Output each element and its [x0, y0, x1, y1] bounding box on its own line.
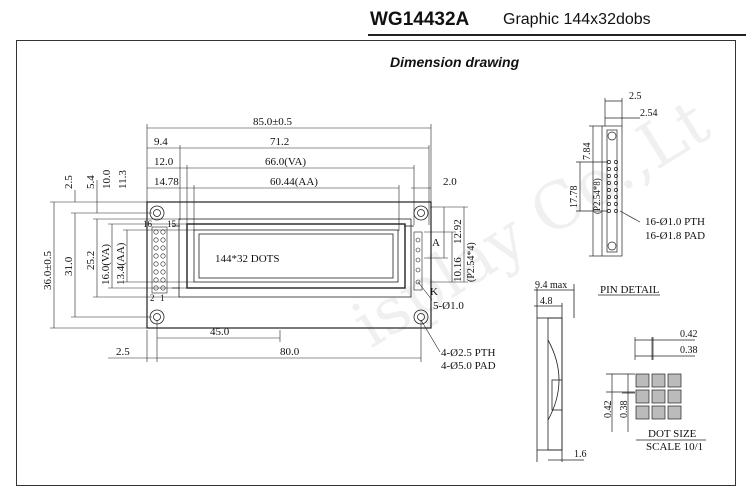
dot-size-scale: SCALE 10/1: [646, 441, 703, 453]
top-dimensions: [146, 124, 432, 231]
pin-h-784: 7.84: [582, 143, 593, 161]
pin-top-254: 2.54: [640, 108, 658, 119]
dim-left-25: 2.5: [116, 346, 130, 358]
dim-left-1478: 14.78: [154, 176, 179, 188]
dim-aa-width: 60.44(AA): [270, 176, 318, 188]
dim-top-25: 2.5: [63, 175, 75, 189]
connector-pads: [151, 226, 423, 294]
five-hole-label: 5-Ø1.0: [433, 300, 464, 312]
module-outline: [146, 201, 432, 329]
dim-71: 71.2: [270, 136, 289, 148]
dim-hole-45: 45.0: [210, 326, 230, 338]
dots-label: 144*32 DOTS: [215, 253, 279, 265]
dot-w042: 0.42: [680, 329, 698, 340]
side-view: [534, 284, 584, 462]
dim-va-width: 66.0(VA): [265, 156, 306, 168]
header-rule: [368, 34, 746, 36]
side-max: 9.4 max: [535, 280, 567, 291]
pin-16-label: 16: [143, 219, 153, 229]
dim-left-120: 12.0: [154, 156, 174, 168]
pin-view: [576, 98, 641, 257]
dot-size-title: DOT SIZE: [648, 428, 697, 440]
bottom-dimensions: [108, 319, 441, 362]
dim-hole-80: 80.0: [280, 346, 300, 358]
dim-right-pitch: (P2.54*4): [466, 242, 477, 282]
model-subtitle: Graphic 144x32dobs: [503, 11, 651, 28]
dim-overall-height: 36.0±0.5: [42, 250, 54, 290]
dim-top-54: 5.4: [85, 175, 97, 189]
left-dimensions: [50, 180, 194, 329]
dim-aa-height: 13.4(AA): [115, 242, 127, 285]
dim-va-height: 16.0(VA): [100, 244, 112, 285]
pin-pitch: (P2.54*8): [592, 178, 602, 214]
right-dimensions: [417, 206, 468, 301]
dim-right-1016: 10.16: [452, 257, 464, 282]
side-bottom: 1.6: [574, 449, 587, 460]
dot-h042: 0.42: [603, 401, 614, 419]
dot-detail: [598, 294, 706, 441]
model-title: WG14432A: [370, 9, 470, 30]
pin-2-label: 2: [150, 293, 155, 303]
label-a: A: [432, 237, 440, 249]
pin-h-1778: 17.78: [569, 186, 580, 209]
dim-right-20: 2.0: [443, 176, 457, 188]
pin-top-25: 2.5: [629, 91, 642, 102]
dim-right-1292: 12.92: [452, 219, 464, 244]
header: WG14432A Graphic 144x32dobs: [0, 0, 746, 40]
dim-top-113: 11.3: [117, 170, 129, 189]
label-k: K: [430, 286, 438, 298]
dim-252: 25.2: [85, 251, 97, 270]
dim-31: 31.0: [63, 256, 75, 276]
side-48: 4.8: [540, 296, 553, 307]
hole-pad-label: 4-Ø5.0 PAD: [441, 360, 496, 372]
drawing-frame: [16, 40, 736, 486]
dim-top-100: 10.0: [101, 169, 113, 189]
pin-pad-label: 16-Ø1.8 PAD: [645, 230, 705, 242]
dot-w038: 0.38: [680, 345, 698, 356]
pin-15-label: 15: [167, 219, 177, 229]
hole-pth-label: 4-Ø2.5 PTH: [441, 347, 495, 359]
pin-detail-label: PIN DETAIL: [600, 284, 660, 296]
dim-left-94: 9.4: [154, 136, 168, 148]
pin-1-label: 1: [160, 293, 165, 303]
dot-h038: 0.38: [619, 401, 630, 419]
pin-pth-label: 16-Ø1.0 PTH: [645, 216, 705, 228]
section-title: Dimension drawing: [390, 54, 520, 70]
dim-overall-width: 85.0±0.5: [253, 116, 293, 128]
